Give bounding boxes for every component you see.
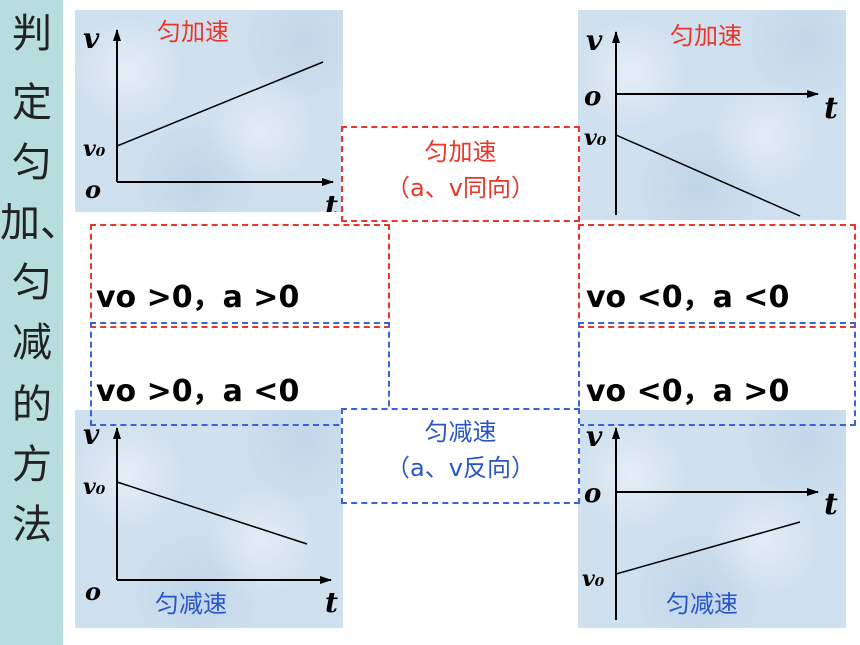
v-label: v [586,420,603,453]
graph-top-right: v o v₀ t 匀加速 [578,10,846,220]
velocity-line [615,134,801,217]
decel-condition-box-left [90,322,390,426]
t-label: t [824,91,838,126]
accel-condition-box-left [90,224,390,328]
velocity-line [615,521,801,575]
origin-label: o [85,577,101,606]
origin-label: o [584,82,601,112]
v0-label: v₀ [83,136,106,162]
velocity-line [116,61,324,147]
graph-top-left: v v₀ o t 匀加速 [75,10,343,212]
sidebar-char: 减 [12,320,52,366]
panel-title: 匀减速 [666,590,738,618]
sidebar-char: 的 [12,382,52,428]
sidebar-char: 方 [12,442,52,488]
decel-center-label: 匀减速 （a、v反向） [341,408,580,504]
sidebar-char: 匀 [12,260,52,306]
v0-label: v₀ [582,566,605,592]
panel-title: 匀加速 [670,22,742,50]
sidebar-char: 匀 [12,140,52,186]
v0-label: v₀ [584,125,607,151]
sidebar-char: 定 [12,80,52,126]
t-label: t [325,189,338,212]
v-label: v [586,24,603,57]
sidebar-char: 判 [12,11,52,57]
accel-condition-box-right [578,224,856,328]
decel-center-title: 匀减速 [424,418,497,446]
accel-condition-right: vo <0，a <0 [586,280,790,315]
v-label: v [83,22,100,55]
t-label: t [824,487,838,522]
accel-center-title: 匀加速 [424,138,497,166]
panel-title: 匀减速 [155,590,227,618]
accel-center-note: （a、v同向） [386,174,535,202]
decel-condition-box-right [578,322,856,426]
velocity-line [116,481,308,545]
accel-condition-left: vo >0，a >0 [96,280,300,315]
v-label: v [83,418,100,451]
sidebar-char: 法 [12,502,52,548]
panel-title: 匀加速 [157,18,229,46]
t-label: t [325,586,338,619]
decel-condition-left: vo >0，a <0 [96,374,300,409]
v0-label: v₀ [83,474,106,500]
origin-label: o [584,479,601,509]
graph-bottom-right: v o v₀ t 匀减速 [578,410,846,628]
origin-label: o [85,175,101,204]
sidebar-title: 判 定 匀 加、 匀 减 的 方 法 [0,0,63,645]
decel-center-note: （a、v反向） [386,454,535,482]
graph-bottom-left: v v₀ o t 匀减速 [75,410,343,628]
sidebar-char: 加、 [0,203,60,243]
accel-center-label: 匀加速 （a、v同向） [341,126,580,222]
decel-condition-right: vo <0，a >0 [586,374,790,409]
